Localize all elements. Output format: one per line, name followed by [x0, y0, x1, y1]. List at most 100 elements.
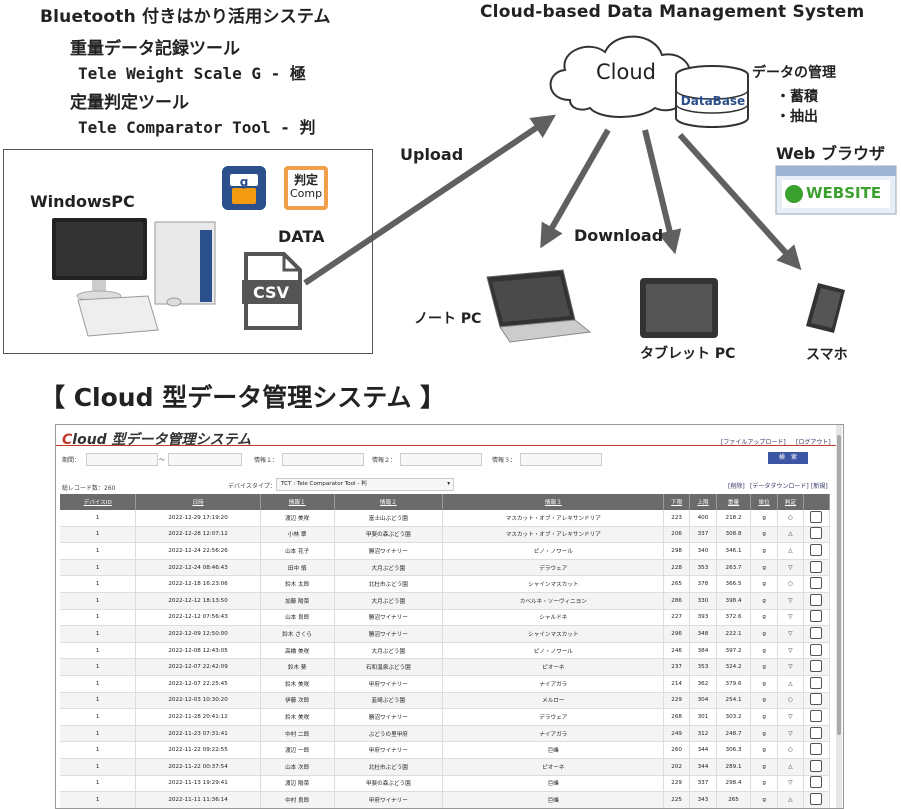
table-cell: g: [750, 559, 779, 577]
info2-input[interactable]: [400, 453, 482, 466]
row-checkbox[interactable]: [810, 776, 823, 789]
column-header[interactable]: 重量: [716, 494, 751, 510]
row-checkbox[interactable]: [810, 759, 823, 772]
device-type-select[interactable]: TCT : Tele Comparator Tool - 判▾: [276, 478, 454, 491]
row-checkbox[interactable]: [810, 610, 823, 623]
column-header[interactable]: 情報３: [442, 494, 665, 510]
search-button[interactable]: 検 索: [768, 452, 808, 464]
row-checkbox[interactable]: [810, 709, 823, 722]
table-cell: 2022-12-08 12:43:05: [135, 642, 261, 660]
table-cell: ○: [777, 575, 804, 593]
table-cell: ▽: [777, 658, 804, 676]
app-icon-comp-text2: Comp: [289, 187, 323, 200]
table-cell: 2022-12-29 17:19:20: [135, 510, 261, 527]
row-checkbox[interactable]: [810, 792, 823, 805]
upload-label: Upload: [400, 145, 464, 164]
table-cell: 398.4: [716, 592, 751, 610]
delete-link[interactable]: [削除]: [728, 483, 745, 490]
column-header[interactable]: 単位: [750, 494, 779, 510]
tool2-name-en: Tele Comparator Tool - 判: [78, 118, 316, 137]
data-download-link[interactable]: [データダウンロード]: [750, 483, 809, 490]
column-header[interactable]: 情報２: [334, 494, 444, 510]
column-header[interactable]: 日時: [135, 494, 261, 510]
table-cell: △: [777, 675, 804, 693]
table-cell: △: [777, 758, 804, 776]
period-end-input[interactable]: [168, 453, 242, 466]
download-label: Download: [574, 226, 664, 245]
row-checkbox[interactable]: [810, 676, 823, 689]
table-cell: g: [750, 758, 779, 776]
windows-pc-box: [3, 149, 373, 354]
table-cell: 214: [663, 675, 690, 693]
period-start-input[interactable]: [86, 453, 158, 466]
row-checkbox[interactable]: [810, 726, 823, 739]
table-cell: 330: [689, 592, 718, 610]
row-checkbox[interactable]: [810, 593, 823, 606]
column-header[interactable]: 判定: [777, 494, 804, 510]
row-checkbox[interactable]: [810, 693, 823, 706]
row-checkbox[interactable]: [810, 626, 823, 639]
download-arrow-tablet: [642, 129, 682, 255]
table-cell: 362: [689, 675, 718, 693]
row-checkbox-cell: [803, 526, 831, 544]
row-checkbox[interactable]: [810, 577, 823, 590]
table-cell: 303.2: [716, 708, 751, 726]
table-cell: g: [750, 675, 779, 693]
table-cell: 1: [60, 741, 137, 759]
table-cell: 富士山ぶどう園: [334, 510, 444, 527]
file-upload-link[interactable]: [ファイルアップロード]: [721, 439, 786, 446]
tool1-name-jp: 重量データ記録ツール: [70, 39, 240, 59]
vertical-scrollbar[interactable]: [836, 425, 842, 808]
table-cell: 260: [663, 741, 690, 759]
table-cell: ○: [777, 692, 804, 710]
table-cell: 254.1: [716, 692, 751, 710]
column-header[interactable]: 情報１: [260, 494, 335, 510]
row-checkbox[interactable]: [810, 660, 823, 673]
column-header[interactable]: 下限: [663, 494, 690, 510]
row-checkbox[interactable]: [810, 543, 823, 556]
column-header[interactable]: [803, 494, 831, 510]
info1-input[interactable]: [282, 453, 364, 466]
logout-link[interactable]: [ログアウト]: [796, 439, 831, 446]
column-header[interactable]: 上限: [689, 494, 718, 510]
scrollbar-thumb[interactable]: [837, 435, 841, 735]
table-cell: 田中 慎: [260, 559, 335, 577]
row-checkbox[interactable]: [810, 527, 823, 540]
column-header[interactable]: デバイスID: [60, 494, 137, 510]
row-checkbox[interactable]: [810, 643, 823, 656]
table-cell: 鈴木 太郎: [260, 575, 335, 593]
table-cell: 1: [60, 675, 137, 693]
row-checkbox[interactable]: [810, 510, 823, 523]
table-cell: 大月ぶどう園: [334, 592, 444, 610]
new-link[interactable]: [新規]: [811, 483, 828, 490]
table-cell: 伊藤 次郎: [260, 692, 335, 710]
row-checkbox[interactable]: [810, 743, 823, 756]
table-cell: 343: [689, 791, 718, 808]
device-type-label: デバイスタイプ：: [228, 483, 276, 490]
table-cell: 223: [663, 510, 690, 527]
table-cell: 1: [60, 542, 137, 560]
csv-label: CSV: [253, 283, 289, 302]
info3-input[interactable]: [520, 453, 602, 466]
row-checkbox[interactable]: [810, 560, 823, 573]
table-cell: 1: [60, 758, 137, 776]
table-cell: ▽: [777, 625, 804, 643]
